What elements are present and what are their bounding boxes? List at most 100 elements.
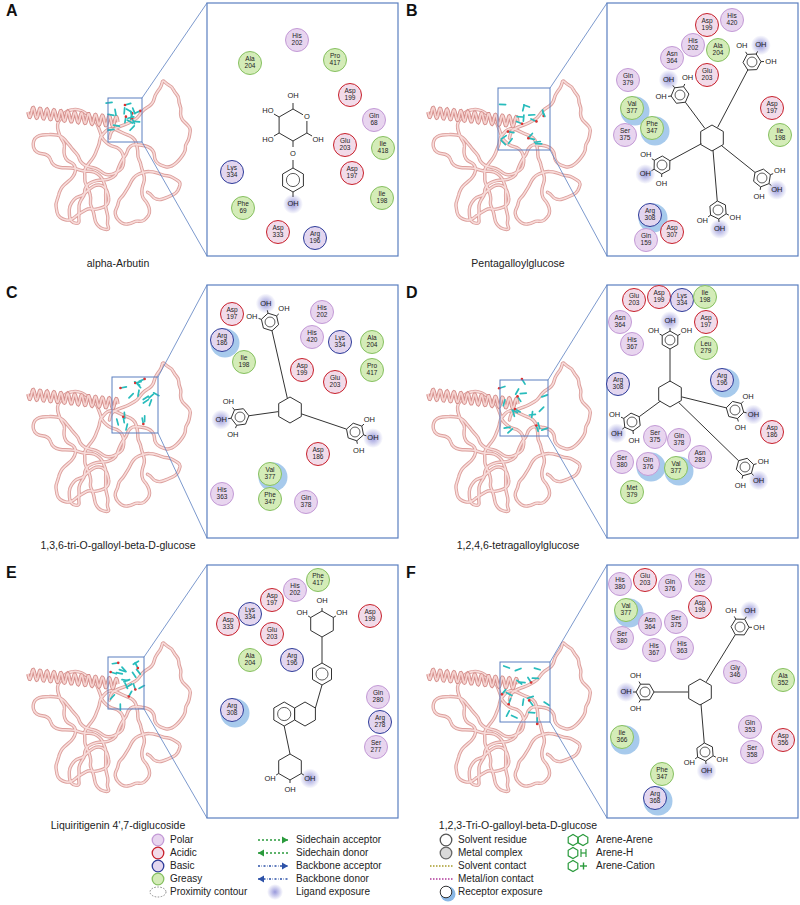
ligand-sticks (137, 667, 140, 670)
ligand-bond (622, 427, 624, 429)
residue-label: Glu 203 (626, 293, 642, 307)
residue-circle: Asp 197 (260, 588, 284, 612)
residue-label: Asn 364 (612, 315, 628, 329)
protein-helix (28, 670, 118, 689)
ligand-exposure (300, 769, 320, 789)
residue-circle: Asp 186 (306, 442, 330, 466)
residue-label: Phe 417 (310, 573, 326, 587)
ligand-sticks (504, 427, 510, 428)
ligand-bond (307, 133, 312, 136)
zoom-line (144, 709, 207, 818)
residue-circle: Gln 280 (366, 685, 390, 709)
legend-sample (258, 876, 264, 883)
residue-label: His 202 (314, 305, 330, 319)
ligand-sticks (504, 666, 510, 668)
atom-label: OH (609, 411, 620, 419)
residue-circle: Gly 346 (723, 660, 747, 684)
residue-circle: Val 377 (258, 462, 282, 486)
residue-label: Gln 376 (662, 579, 678, 593)
ligand-sticks (501, 693, 504, 696)
site-box (108, 98, 142, 142)
residue-circle: Pro 417 (323, 48, 347, 72)
ligand-sticks (114, 124, 120, 127)
legend-swatch (440, 834, 452, 846)
ligand-ring (640, 687, 650, 697)
residue-label: Arg 308 (610, 377, 626, 391)
ligand-exposure (743, 405, 763, 425)
ligand-sticks (522, 699, 525, 705)
panel-letter: F (406, 564, 416, 582)
atom-label: OH (656, 93, 667, 101)
atom-label: OH (264, 775, 275, 783)
residue-circle: Gln 68 (362, 108, 386, 132)
atom-label: OH (714, 225, 725, 233)
residue-label: Asp 307 (664, 225, 680, 239)
residue-circle: Phe 347 (258, 487, 282, 511)
ligand-bond (249, 412, 278, 416)
ligand-sticks (134, 688, 137, 691)
legend-label: Metal complex (458, 847, 522, 859)
receptor-exposure (641, 117, 670, 146)
ligand-sticks (520, 392, 526, 394)
ligand-ring (735, 622, 745, 632)
legend-sample (150, 887, 166, 897)
ligand-bond (322, 637, 323, 663)
ligand-ring (261, 313, 278, 331)
residue-circle: Asp 197 (220, 302, 244, 326)
ligand-sticks (125, 683, 128, 688)
ligand-bond (746, 52, 748, 55)
compound-name: alpha-Arbutin (87, 257, 149, 270)
residue-label: Met 379 (624, 485, 640, 499)
atom-label: OH (771, 186, 782, 194)
residue-circle: His 367 (642, 638, 666, 662)
ligand-exposure (710, 219, 730, 239)
atom-label: OH (287, 92, 298, 100)
atom-label: HO (262, 136, 273, 144)
ligand-sticks (507, 711, 510, 716)
residue-label: Asp 199 (692, 600, 708, 614)
ligand-bond (668, 96, 671, 97)
ligand-sticks (531, 412, 534, 418)
inset-frame (207, 565, 398, 818)
ligand-bond (734, 616, 735, 619)
ligand-sticks (534, 141, 540, 143)
ligand-sticks (122, 667, 126, 671)
protein-helix (28, 390, 118, 409)
ligand-bond (651, 169, 654, 170)
residue-label: Asp 197 (224, 307, 240, 321)
ligand-ring (295, 702, 316, 726)
ligand-bond (741, 401, 743, 403)
arene-icon (578, 835, 588, 846)
residue-label: Ile 366 (614, 730, 630, 744)
residue-circle: Arg 196 (280, 648, 304, 672)
atom-label: OH (753, 477, 764, 485)
ligand-bond (228, 418, 231, 419)
ligand-sticks (143, 396, 148, 399)
residue-circle: Arg 196 (710, 368, 734, 392)
zoom-line (550, 565, 607, 662)
ligand-exposure (767, 180, 787, 200)
ligand-sticks (116, 673, 122, 674)
residue-label: Ser 375 (647, 430, 663, 444)
residue-circle: Gln 376 (636, 452, 660, 476)
ligand-sticks (143, 400, 148, 403)
ligand-sticks (128, 117, 134, 118)
ligand-bond (293, 160, 294, 168)
atom-label: OH (620, 688, 631, 696)
legend-label: Ligand exposure (296, 886, 370, 898)
ligand-bond (660, 334, 663, 336)
residue-label: Ser 375 (617, 128, 633, 142)
atom-label: OH (753, 624, 764, 632)
ligand-bond (274, 114, 279, 117)
ligand-bond (274, 133, 279, 136)
panel-letter: E (6, 564, 17, 582)
ligand-sticks (527, 137, 530, 140)
ligand-ring (313, 663, 332, 685)
site-box (500, 662, 550, 722)
site-box (500, 380, 548, 436)
legend-samples (150, 834, 588, 901)
residue-circle: Glu 203 (695, 63, 719, 87)
residue-label: Ala 352 (775, 673, 791, 687)
ligand-bond (639, 682, 641, 685)
residue-circle: Ser 380 (610, 626, 634, 650)
